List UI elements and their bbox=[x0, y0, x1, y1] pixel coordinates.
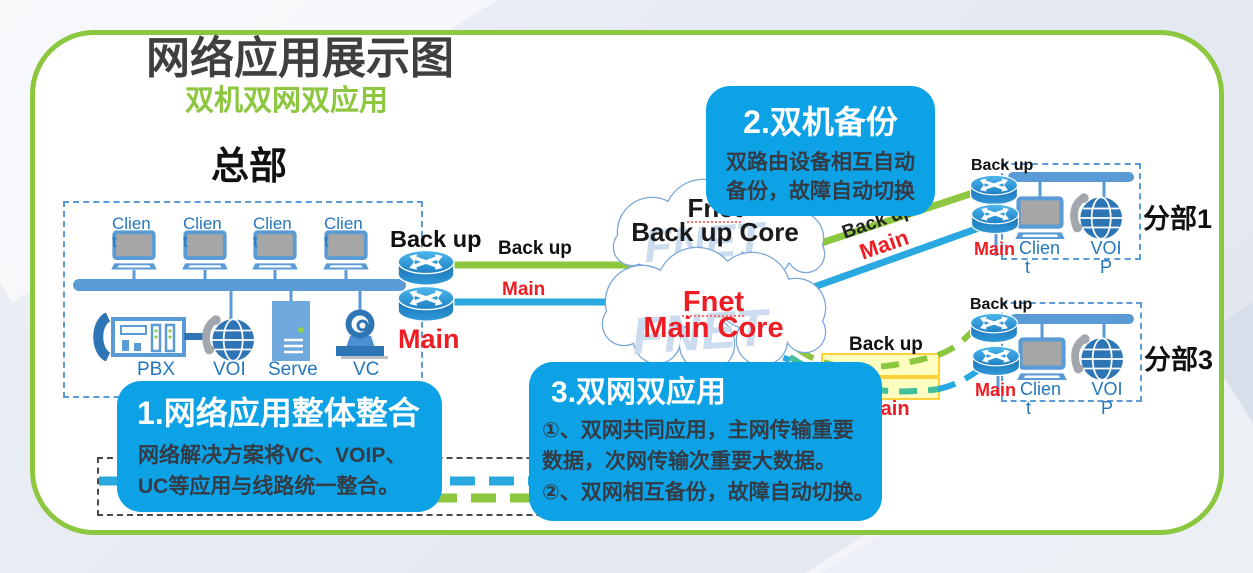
pbx-label: PBX bbox=[137, 359, 176, 380]
hq-stems bbox=[132, 270, 362, 320]
callout-2-title: 2.双机备份 bbox=[743, 104, 898, 140]
branch3-main-dashed-line bbox=[937, 357, 994, 392]
callout-1-title: 1.网络应用整体整合 bbox=[137, 395, 420, 431]
backup-core-cloud-label: FnetBack up Core bbox=[631, 195, 799, 247]
pbx-icon bbox=[93, 312, 203, 362]
branch3-backup-router-icon bbox=[969, 312, 1019, 344]
branch1-main-router-icon bbox=[970, 203, 1020, 235]
main-core-cloud: FNET bbox=[601, 246, 827, 373]
page-title: 网络应用展示图 bbox=[146, 34, 454, 83]
hq-title: 总部 bbox=[211, 146, 288, 188]
branch3-main-router-label: Main bbox=[975, 380, 1017, 400]
callout-3-title: 3.双网双应用 bbox=[551, 376, 727, 409]
fnet-watermark: FNET bbox=[630, 299, 774, 367]
hq-main-router-label: Main bbox=[398, 324, 460, 354]
server-icon bbox=[272, 301, 310, 361]
voi-label: VOI bbox=[213, 359, 246, 380]
hq-backup-router-label: Back up bbox=[390, 226, 482, 252]
callout-3-body: ①、双网共同应用，主网传输重要 数据，次网传输次重要大数据。 ②、双网相互备份，… bbox=[542, 419, 875, 504]
page-subtitle: 双机双网双应用 bbox=[185, 85, 389, 117]
hq-backup-router-icon bbox=[397, 249, 455, 286]
branch1-backup-router-icon bbox=[969, 174, 1019, 206]
branch1-main-router-label: Main bbox=[974, 239, 1016, 259]
voip-icon bbox=[205, 315, 254, 361]
callout-1-body: 网络解决方案将VC、VOIP、 UC等应用与线路统一整合。 bbox=[138, 444, 407, 498]
branch3-backup-line-label: Back up bbox=[849, 334, 923, 355]
hq-network-bus bbox=[73, 279, 406, 291]
callout-3: 3.双网双应用 ①、双网共同应用，主网传输重要 数据，次网传输次重要大数据。 ②… bbox=[529, 362, 882, 521]
server-label: Serve bbox=[268, 359, 318, 380]
callout-2: 2.双机备份 双路由设备相互自动 备份，故障自动切换 bbox=[706, 86, 935, 216]
branch3-lan bbox=[996, 314, 1134, 396]
branch3-main-router-icon bbox=[971, 345, 1021, 377]
hq-main-line-label: Main bbox=[502, 279, 546, 300]
branch1-backup-router-label: Back up bbox=[971, 157, 1034, 174]
callout-1: 1.网络应用整体整合 网络解决方案将VC、VOIP、 UC等应用与线路统一整合。 bbox=[117, 381, 442, 512]
callout-2-body: 双路由设备相互自动 备份，故障自动切换 bbox=[726, 151, 915, 203]
webcam-icon bbox=[336, 309, 388, 359]
hq-backup-line-label: Back up bbox=[498, 238, 572, 259]
branch1-main-line bbox=[798, 220, 992, 296]
branch3-backup-router-label: Back up bbox=[970, 296, 1033, 313]
hq-main-router-icon bbox=[397, 285, 455, 322]
branch3-name: 分部3 bbox=[1144, 345, 1214, 375]
vc-label: VC bbox=[353, 359, 380, 380]
branch1-lan bbox=[994, 172, 1134, 256]
branch1-name: 分部1 bbox=[1143, 204, 1213, 234]
branch1-backup-line bbox=[798, 185, 987, 254]
